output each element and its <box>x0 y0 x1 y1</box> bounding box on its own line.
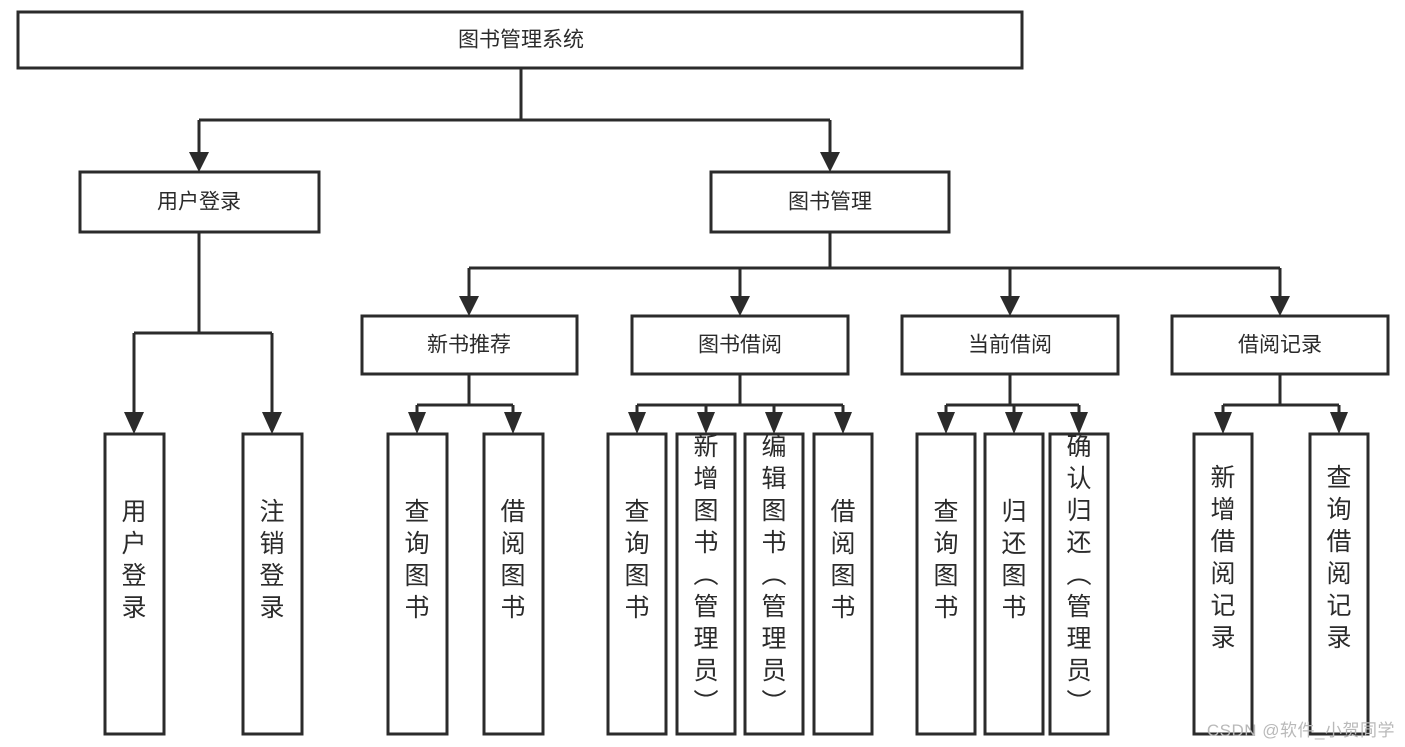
node-leaf-edit-book-label: 编辑图书︵管理员︶ <box>761 433 786 717</box>
node-leaf-user-logout-label: 注销登录 <box>259 498 284 622</box>
node-leaf-borrow-book-2[interactable]: 借阅图书 <box>812 432 874 736</box>
arrow-borrow-record <box>1270 296 1290 316</box>
node-leaf-query-record-label: 查询借阅记录 <box>1326 464 1351 652</box>
node-leaf-query-book-1[interactable]: 查询图书 <box>386 432 449 736</box>
node-new-book-recommend[interactable]: 新书推荐 <box>360 314 579 376</box>
node-leaf-user-logout-box[interactable] <box>241 432 304 736</box>
node-book-manage-box[interactable] <box>709 170 951 234</box>
node-leaf-query-book-2-box[interactable] <box>606 432 668 736</box>
connector-group-new-book-recommend <box>408 374 522 434</box>
node-leaf-query-record-box[interactable] <box>1308 432 1370 736</box>
node-user-login-label: 用户登录 <box>157 191 241 214</box>
node-borrow-record-box[interactable] <box>1170 314 1390 376</box>
node-leaf-query-book-2[interactable]: 查询图书 <box>606 432 668 736</box>
connector-group-user-login <box>124 232 282 434</box>
arrow-leaf-query-book-1 <box>408 412 426 434</box>
node-root-label: 图书管理系统 <box>458 29 584 52</box>
node-leaf-user-login-box[interactable] <box>103 432 166 736</box>
node-root-box[interactable] <box>16 10 1024 70</box>
node-leaf-user-logout[interactable]: 注销登录 <box>241 432 304 736</box>
arrow-leaf-add-record <box>1214 412 1232 434</box>
node-leaf-return-book[interactable]: 归还图书 <box>983 432 1045 736</box>
node-current-borrow-box[interactable] <box>900 314 1120 376</box>
node-leaf-query-book-3-label: 查询图书 <box>933 498 958 622</box>
node-leaf-add-book[interactable]: 新增图书︵管理员︶ <box>675 432 737 736</box>
arrow-leaf-edit-book <box>765 412 783 434</box>
node-leaf-borrow-book-1-box[interactable] <box>482 432 545 736</box>
node-book-borrow-box[interactable] <box>630 314 850 376</box>
node-current-borrow[interactable]: 当前借阅 <box>900 314 1120 376</box>
node-root[interactable]: 图书管理系统 <box>16 10 1024 70</box>
arrow-to-book-manage <box>820 152 840 172</box>
arrow-leaf-borrow-book-2 <box>834 412 852 434</box>
node-leaf-add-record[interactable]: 新增借阅记录 <box>1192 432 1254 736</box>
node-leaf-query-book-3[interactable]: 查询图书 <box>915 432 977 736</box>
node-borrow-record[interactable]: 借阅记录 <box>1170 314 1390 376</box>
node-leaf-return-book-box[interactable] <box>983 432 1045 736</box>
connector-group-book-manage <box>459 232 1290 316</box>
arrow-leaf-borrow-book-1 <box>504 412 522 434</box>
arrow-current-borrow <box>1000 296 1020 316</box>
node-new-book-recommend-label: 新书推荐 <box>427 334 511 357</box>
arrow-leaf-add-book <box>697 412 715 434</box>
node-leaf-edit-book[interactable]: 编辑图书︵管理员︶ <box>743 432 805 736</box>
node-leaf-query-book-1-box[interactable] <box>386 432 449 736</box>
arrow-leaf-return-book <box>1005 412 1023 434</box>
node-leaf-confirm-return[interactable]: 确认归还︵管理员︶ <box>1048 432 1110 736</box>
node-leaf-add-book-label: 新增图书︵管理员︶ <box>693 433 718 717</box>
node-user-login-box[interactable] <box>78 170 321 234</box>
node-leaf-confirm-return-box[interactable] <box>1048 432 1110 736</box>
node-leaf-borrow-book-1[interactable]: 借阅图书 <box>482 432 545 736</box>
node-book-manage-label: 图书管理 <box>788 191 872 214</box>
node-leaf-borrow-book-2-label: 借阅图书 <box>830 498 855 622</box>
node-leaf-borrow-book-2-box[interactable] <box>812 432 874 736</box>
arrow-leaf-query-record <box>1330 412 1348 434</box>
connector-group-current-borrow <box>937 374 1088 434</box>
connector-group-book-borrow <box>628 374 852 434</box>
connector-group-borrow-record <box>1214 374 1348 434</box>
arrow-book-borrow <box>730 296 750 316</box>
node-book-borrow-label: 图书借阅 <box>698 334 782 357</box>
node-leaf-confirm-return-label: 确认归还︵管理员︶ <box>1066 433 1091 717</box>
node-leaf-query-book-1-label: 查询图书 <box>404 498 429 622</box>
arrow-leaf-user-logout <box>262 412 282 434</box>
arrow-to-user-login <box>189 152 209 172</box>
node-leaf-add-record-box[interactable] <box>1192 432 1254 736</box>
arrow-leaf-user-login <box>124 412 144 434</box>
node-leaf-add-book-box[interactable] <box>675 432 737 736</box>
node-leaf-user-login-label: 用户登录 <box>121 498 146 622</box>
node-leaf-query-book-3-box[interactable] <box>915 432 977 736</box>
arrow-leaf-query-book-2 <box>628 412 646 434</box>
arrow-leaf-confirm-return <box>1070 412 1088 434</box>
node-leaf-user-login[interactable]: 用户登录 <box>103 432 166 736</box>
arrow-leaf-query-book-3 <box>937 412 955 434</box>
node-leaf-query-record[interactable]: 查询借阅记录 <box>1308 432 1370 736</box>
node-leaf-return-book-label: 归还图书 <box>1001 498 1026 622</box>
node-current-borrow-label: 当前借阅 <box>968 334 1052 357</box>
node-book-borrow[interactable]: 图书借阅 <box>630 314 850 376</box>
node-leaf-query-book-2-label: 查询图书 <box>624 498 649 622</box>
node-leaf-add-record-label: 新增借阅记录 <box>1210 464 1235 652</box>
connector-group-root <box>189 68 840 172</box>
node-leaf-edit-book-box[interactable] <box>743 432 805 736</box>
node-new-book-recommend-box[interactable] <box>360 314 579 376</box>
node-leaf-borrow-book-1-label: 借阅图书 <box>500 498 525 622</box>
node-book-manage[interactable]: 图书管理 <box>709 170 951 234</box>
node-user-login[interactable]: 用户登录 <box>78 170 321 234</box>
arrow-new-book-recommend <box>459 296 479 316</box>
node-borrow-record-label: 借阅记录 <box>1238 334 1322 357</box>
